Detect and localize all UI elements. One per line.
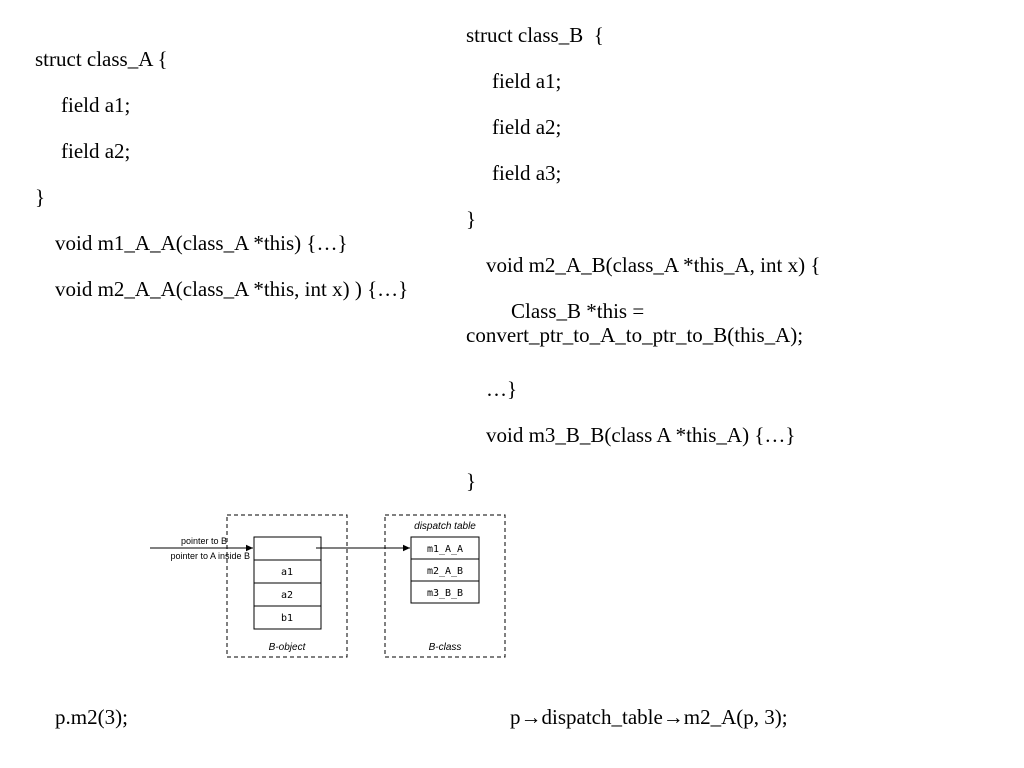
dispatch-entry-label: m2_A_B [427, 566, 463, 577]
class-a-method-m2: void m2_A_A(class_A *this, int x) ) {…} [55, 277, 409, 301]
class-b-method-m2-body: Class_B *this = convert_ptr_to_A_to_ptr_… [466, 299, 804, 347]
translated-call: p→dispatch_table→m2_A(p, 3); [510, 705, 788, 729]
class-b-field-a1: field a1; [492, 69, 562, 93]
class-b-method-m2-signature: void m2_A_B(class_A *this_A, int x) { [486, 253, 821, 277]
class-a-close-brace: } [35, 185, 46, 209]
dispatch-entry-slot [410, 580, 480, 604]
dispatch-entry-label: m1_A_A [427, 544, 463, 555]
b-object-boundary [226, 514, 348, 658]
object-field-label: a1 [281, 567, 293, 578]
dispatch-entry-label: m3_B_B [427, 588, 463, 599]
pointer-to-a-label: pointer to A inside B [170, 551, 250, 561]
class-a-header: struct class_A { [35, 47, 168, 71]
class-a-method-m1: void m1_A_A(class_A *this) {…} [55, 231, 348, 255]
source-call: p.m2(3); [55, 705, 128, 729]
object-field-label: a2 [281, 590, 293, 601]
class-b-method-m3: void m3_B_B(class A *this_A) {…} [486, 423, 796, 447]
b-class-caption: B-class [429, 642, 462, 653]
class-b-header: struct class_B { [466, 23, 604, 47]
b-object-caption: B-object [269, 642, 307, 653]
class-b-field-a2: field a2; [492, 115, 562, 139]
class-b-close-brace: } [466, 207, 477, 231]
object-header-slot [253, 536, 322, 561]
object-field-label: b1 [281, 613, 293, 624]
class-b-method-m2-end: …} [486, 377, 518, 401]
b-class-boundary [384, 514, 506, 658]
class-a-field-a1: field a1; [61, 93, 131, 117]
object-field-slot [253, 605, 322, 630]
pointer-to-b-label: pointer to B [181, 536, 227, 546]
class-b-field-a3: field a3; [492, 161, 562, 185]
class-b-final-close-brace: } [466, 469, 477, 493]
dispatch-table-title: dispatch table [414, 521, 476, 532]
class-a-field-a2: field a2; [61, 139, 131, 163]
